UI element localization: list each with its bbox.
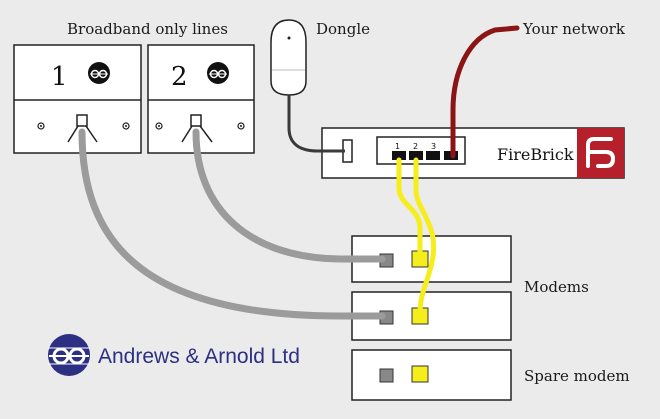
modems-label: Modems xyxy=(524,278,589,296)
company-name: Andrews & Arnold Ltd xyxy=(98,345,300,368)
spare-modem xyxy=(351,349,512,401)
ethernet-port-3 xyxy=(426,151,440,160)
spare-modem-label: Spare modem xyxy=(524,367,630,385)
firebrick-name: FireBrick xyxy=(497,145,574,164)
your-network-label: Your network xyxy=(522,20,626,38)
spare-modem-dsl-port xyxy=(379,368,394,383)
broadband-lines-label: Broadband only lines xyxy=(67,20,228,38)
port-3-label: 3 xyxy=(431,142,436,151)
spare-modem-ethernet-port xyxy=(411,365,429,383)
screw-icon xyxy=(155,122,163,130)
screw-icon xyxy=(122,122,130,130)
aa-logo-icon xyxy=(48,334,90,376)
network-cable xyxy=(450,25,520,159)
screw-icon xyxy=(37,122,45,130)
screw-icon xyxy=(237,122,245,130)
aa-socket-logo-icon xyxy=(207,62,229,84)
phone-jack-icon xyxy=(190,114,202,127)
line-socket-1: 1 xyxy=(13,44,142,154)
phone-jack-icon xyxy=(76,114,88,127)
line-1-number: 1 xyxy=(51,62,68,92)
grey-cable-line-2 xyxy=(192,128,386,263)
dongle-icon xyxy=(270,19,307,96)
ethernet-port-1 xyxy=(392,151,406,160)
ethernet-port-2 xyxy=(409,151,423,160)
line-2-number: 2 xyxy=(171,62,188,92)
port-2-label: 2 xyxy=(413,142,418,151)
dongle-cable xyxy=(287,95,345,153)
grey-cable-line-1 xyxy=(78,128,386,320)
firebrick-router: 1 2 3 FireBrick xyxy=(321,127,625,179)
port-1-label: 1 xyxy=(395,142,400,151)
aa-socket-logo-icon xyxy=(88,62,110,84)
aa-logo: Andrews & Arnold Ltd xyxy=(48,334,300,376)
line-socket-2: 2 xyxy=(147,44,255,154)
dongle-label: Dongle xyxy=(316,20,370,38)
yellow-cable-modem-1 xyxy=(396,157,423,260)
yellow-cable-modem-2 xyxy=(413,157,436,317)
